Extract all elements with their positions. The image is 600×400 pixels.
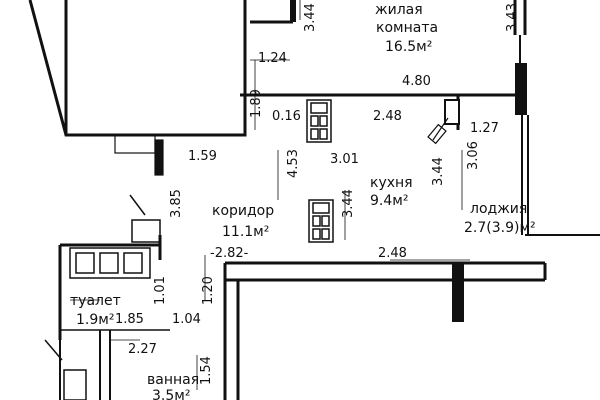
toilet-area: 1.9м²	[76, 312, 114, 328]
dimension-lines	[70, 0, 516, 390]
dim-1.89: 1.89	[249, 89, 264, 118]
loggia-column	[452, 262, 464, 322]
dim-3.85: 3.85	[169, 189, 184, 218]
toilet-fixtures	[69, 194, 161, 279]
loggia-area: 2.7(3.9)м²	[464, 220, 536, 236]
dim-1.04: 1.04	[172, 312, 201, 327]
dim-3.01: 3.01	[330, 152, 359, 167]
bath-fixture	[44, 339, 87, 400]
loggia-name: лоджия	[470, 201, 527, 217]
kitchen-name: кухня	[370, 175, 413, 191]
living-room-area: 16.5м²	[385, 39, 432, 55]
dim-4.53: 4.53	[286, 149, 301, 178]
dim-3.44-top: 3.44	[303, 3, 318, 32]
dim-1.27: 1.27	[470, 121, 499, 136]
living-room-name2: комната	[376, 20, 438, 36]
bath-area: 3.5м²	[152, 388, 190, 400]
dim-3.44-kitchen: 3.44	[431, 157, 446, 186]
dim-0.16: 0.16	[272, 109, 301, 124]
dim-3.44-cabinet: 3.44	[341, 189, 356, 218]
dim-3.43-top: 3.43	[505, 3, 520, 32]
kitchen-column	[444, 99, 460, 125]
dim-2.48-corridor: 2.48	[378, 246, 407, 261]
dim-3.06: 3.06	[466, 141, 481, 170]
corridor-name: коридор	[212, 203, 274, 219]
bath-name: ванная	[147, 372, 199, 388]
living-room-name: жилая	[375, 2, 423, 18]
dim-1.59: 1.59	[188, 149, 217, 164]
dim-4.80: 4.80	[402, 74, 431, 89]
kitchen-cabinet	[306, 99, 332, 143]
dim-1.85: 1.85	[115, 312, 144, 327]
dim-1.54: 1.54	[199, 356, 214, 385]
dim-2.48-kitchen: 2.48	[373, 109, 402, 124]
dim-1.20: 1.20	[201, 276, 216, 305]
dim-2.27: 2.27	[128, 342, 157, 357]
corridor-area: 11.1м²	[222, 224, 269, 240]
dim-1.24: 1.24	[258, 51, 287, 66]
dim-2.82: -2.82-	[210, 246, 249, 261]
window-details	[114, 117, 449, 176]
toilet-name: туалет	[70, 293, 121, 309]
kitchen-area: 9.4м²	[370, 193, 408, 209]
corridor-cabinet	[308, 199, 334, 243]
dim-1.01: 1.01	[153, 276, 168, 305]
